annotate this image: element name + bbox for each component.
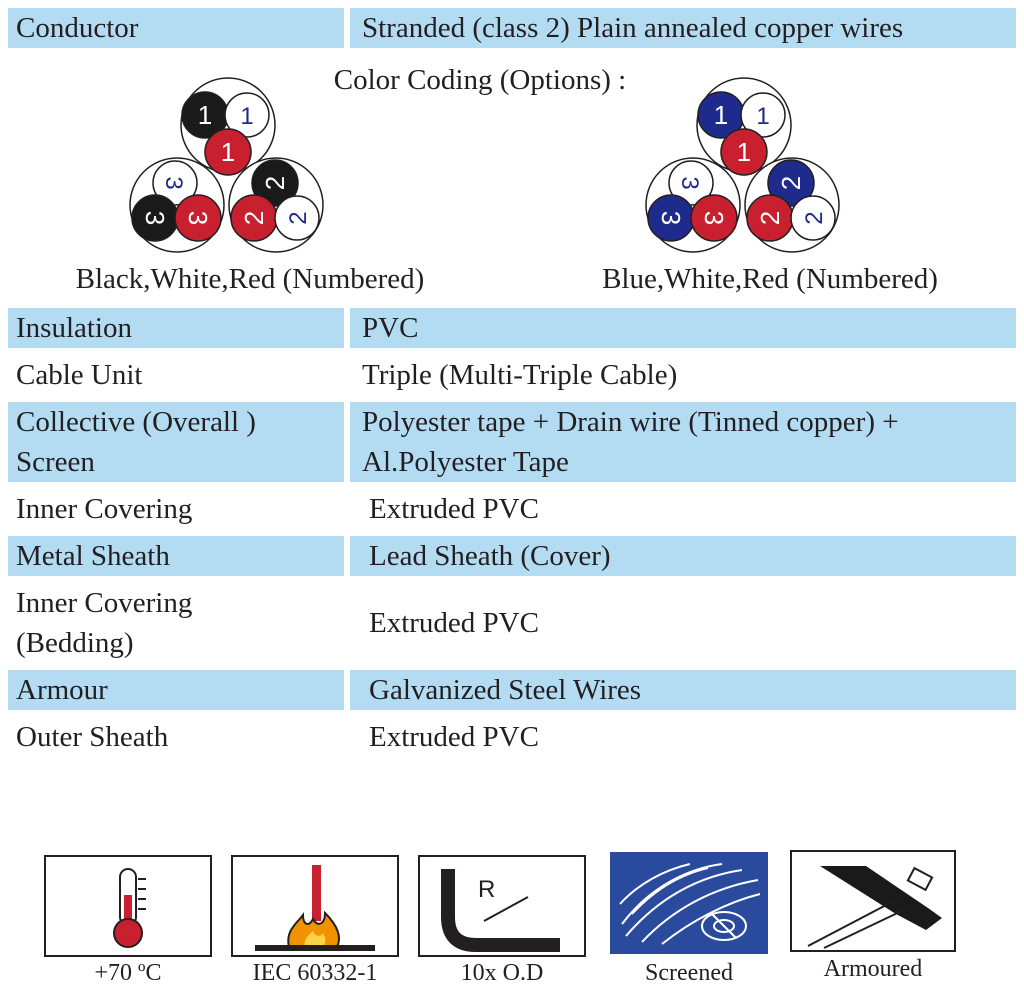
triple-2: 2 2 2 bbox=[744, 157, 840, 253]
label-collective-screen-line2: Screen bbox=[16, 446, 95, 478]
color-coding-diagram-b: 1 1 1 3 3 3 2 2 2 bbox=[645, 77, 840, 253]
svg-text:1: 1 bbox=[756, 103, 769, 130]
triple-1: 1 1 1 bbox=[696, 77, 792, 176]
value-inner-covering: Extruded PVC bbox=[369, 493, 539, 525]
triple-1: 1 1 1 bbox=[180, 77, 276, 176]
row-cable-unit: Cable Unit Triple (Multi-Triple Cable) bbox=[8, 355, 1016, 395]
row-collective-screen: Collective (Overall ) Screen Polyester t… bbox=[8, 402, 1016, 482]
svg-text:1: 1 bbox=[240, 103, 253, 130]
svg-text:1: 1 bbox=[221, 137, 235, 167]
triple-3: 3 3 3 bbox=[645, 157, 741, 253]
bend-radius-icon: R bbox=[418, 855, 586, 957]
label-insulation: Insulation bbox=[8, 308, 344, 348]
label-metal-sheath: Metal Sheath bbox=[8, 536, 344, 576]
row-metal-sheath: Metal Sheath Lead Sheath (Cover) bbox=[8, 536, 1016, 576]
feature-label-flame: IEC 60332-1 bbox=[252, 960, 378, 986]
color-coding-diagram-a: 1 1 1 3 3 3 2 2 2 bbox=[129, 77, 324, 253]
label-cable-unit: Cable Unit bbox=[16, 359, 143, 391]
value-collective-screen-line2: Al.Polyester Tape bbox=[362, 446, 569, 478]
svg-text:3: 3 bbox=[656, 211, 686, 225]
label-collective-screen-line1: Collective (Overall ) bbox=[16, 406, 256, 438]
svg-text:1: 1 bbox=[198, 100, 212, 130]
value-cable-unit: Triple (Multi-Triple Cable) bbox=[362, 359, 678, 391]
svg-text:2: 2 bbox=[239, 211, 269, 225]
label-bedding: Inner Covering (Bedding) bbox=[8, 583, 344, 663]
label-outer-sheath: Outer Sheath bbox=[16, 721, 169, 753]
svg-text:3: 3 bbox=[160, 176, 187, 189]
svg-text:2: 2 bbox=[776, 176, 806, 190]
value-collective-screen-line1: Polyester tape + Drain wire (Tinned copp… bbox=[362, 406, 899, 438]
screen-icon bbox=[610, 852, 768, 954]
bend-radius-glyph: R bbox=[478, 876, 495, 903]
svg-text:3: 3 bbox=[676, 176, 703, 189]
caption-option-b: Blue,White,Red (Numbered) bbox=[602, 263, 938, 295]
label-collective-screen: Collective (Overall ) Screen bbox=[8, 402, 344, 482]
value-collective-screen: Polyester tape + Drain wire (Tinned copp… bbox=[350, 402, 1016, 482]
value-bedding: Extruded PVC bbox=[369, 607, 539, 639]
value-metal-sheath: Lead Sheath (Cover) bbox=[350, 536, 1016, 576]
caption-option-a: Black,White,Red (Numbered) bbox=[75, 263, 425, 295]
svg-text:1: 1 bbox=[737, 137, 751, 167]
row-armour: Armour Galvanized Steel Wires bbox=[8, 670, 1016, 710]
value-conductor: Stranded (class 2) Plain annealed copper… bbox=[350, 8, 1016, 48]
value-outer-sheath: Extruded PVC bbox=[369, 721, 539, 753]
svg-text:3: 3 bbox=[183, 211, 213, 225]
svg-text:2: 2 bbox=[285, 211, 312, 224]
label-armour: Armour bbox=[8, 670, 344, 710]
row-bedding: Inner Covering (Bedding) Extruded PVC bbox=[8, 583, 1016, 663]
row-insulation: Insulation PVC bbox=[8, 308, 1016, 348]
label-inner-covering: Inner Covering bbox=[16, 493, 193, 525]
svg-text:1: 1 bbox=[714, 100, 728, 130]
label-bedding-line2: (Bedding) bbox=[16, 627, 134, 659]
label-conductor: Conductor bbox=[8, 8, 344, 48]
svg-text:3: 3 bbox=[699, 211, 729, 225]
feature-label-armoured: Armoured bbox=[823, 956, 923, 982]
value-armour: Galvanized Steel Wires bbox=[350, 670, 1016, 710]
label-bedding-line1: Inner Covering bbox=[16, 587, 193, 619]
feature-label-temperature: +70 ºC bbox=[94, 960, 162, 986]
triple-3: 3 3 3 bbox=[129, 157, 225, 253]
triple-2: 2 2 2 bbox=[228, 157, 324, 253]
color-coding-title: Color Coding (Options) : bbox=[333, 64, 627, 96]
row-outer-sheath: Outer Sheath Extruded PVC bbox=[8, 717, 1016, 757]
armour-icon bbox=[790, 850, 956, 952]
row-conductor: Conductor Stranded (class 2) Plain annea… bbox=[8, 8, 1016, 48]
value-insulation: PVC bbox=[350, 308, 1016, 348]
feature-label-screened: Screened bbox=[645, 960, 733, 986]
svg-text:3: 3 bbox=[140, 211, 170, 225]
row-inner-covering: Inner Covering Extruded PVC bbox=[8, 489, 1016, 529]
svg-text:2: 2 bbox=[801, 211, 828, 224]
flame-icon bbox=[231, 855, 399, 957]
svg-text:2: 2 bbox=[755, 211, 785, 225]
feature-label-bend-radius: 10x O.D bbox=[460, 960, 544, 986]
svg-text:2: 2 bbox=[260, 176, 290, 190]
thermometer-icon bbox=[44, 855, 212, 957]
